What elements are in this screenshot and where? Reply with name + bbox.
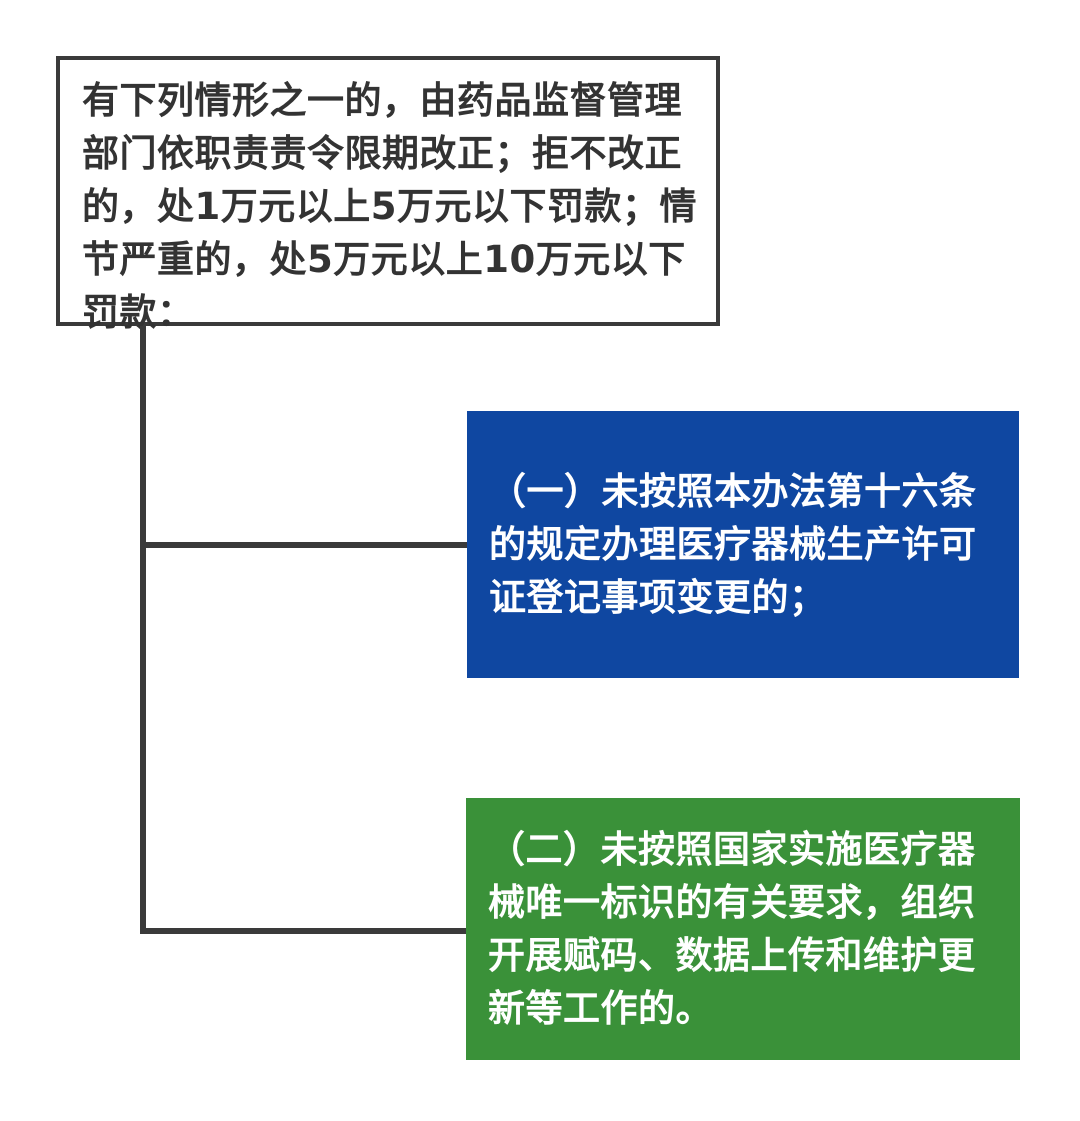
root-node: 有下列情形之一的，由药品监督管理部门依职责责令限期改正；拒不改正的，处1万元以上…	[56, 56, 720, 334]
connector-branch-2	[140, 928, 466, 934]
child-node-2-text: （二）未按照国家实施医疗器械唯一标识的有关要求，组织开展赋码、数据上传和维护更新…	[488, 828, 976, 1030]
child-node-2: （二）未按照国家实施医疗器械唯一标识的有关要求，组织开展赋码、数据上传和维护更新…	[466, 798, 1020, 1060]
root-node-text: 有下列情形之一的，由药品监督管理部门依职责责令限期改正；拒不改正的，处1万元以上…	[82, 79, 697, 334]
connector-vertical	[140, 326, 146, 934]
connector-branch-1	[140, 542, 467, 548]
child-node-1: （一）未按照本办法第十六条的规定办理医疗器械生产许可证登记事项变更的；	[467, 411, 1019, 678]
child-node-1-text: （一）未按照本办法第十六条的规定办理医疗器械生产许可证登记事项变更的；	[489, 470, 977, 619]
